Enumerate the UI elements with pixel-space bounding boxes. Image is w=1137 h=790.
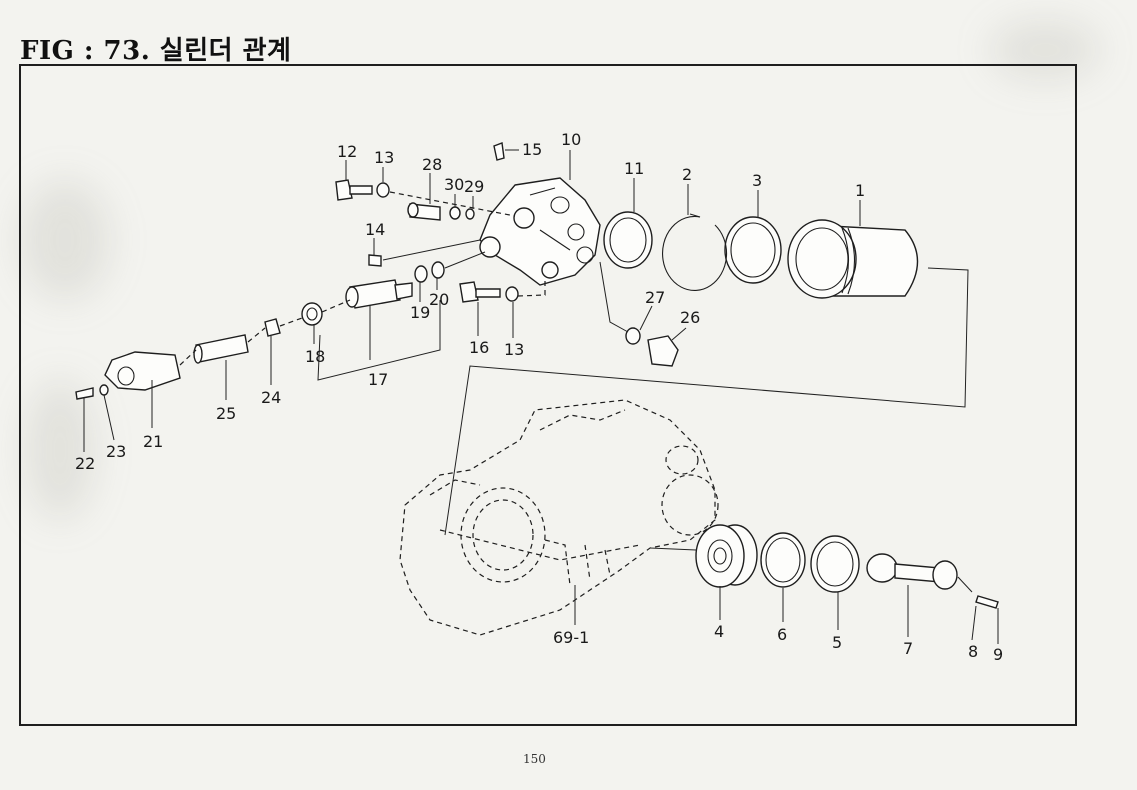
label-29: 29 <box>464 177 484 196</box>
diagram-frame <box>19 64 1077 726</box>
label-69-1: 69-1 <box>553 628 589 647</box>
piston-4 <box>649 524 758 588</box>
label-23: 23 <box>106 442 126 461</box>
label-24: 24 <box>261 388 281 407</box>
label-13-bottom: 13 <box>504 340 524 359</box>
ring-19-20 <box>414 251 486 283</box>
label-20: 20 <box>429 290 449 309</box>
label-11: 11 <box>624 159 644 178</box>
bolt-16 <box>459 280 546 303</box>
label-27: 27 <box>645 288 665 307</box>
set-screw-14 <box>368 239 481 267</box>
label-15: 15 <box>522 140 542 159</box>
piston-ring-6 <box>760 532 806 588</box>
label-4: 4 <box>714 622 724 641</box>
screw-22-23 <box>75 384 109 400</box>
snap-ring-2 <box>662 213 728 291</box>
label-8: 8 <box>968 642 978 661</box>
label-18: 18 <box>305 347 325 366</box>
label-9: 9 <box>993 645 1003 664</box>
label-26: 26 <box>680 308 700 327</box>
label-21: 21 <box>143 432 163 451</box>
scan-smudge <box>25 380 95 520</box>
nut-18 <box>301 302 323 326</box>
label-6: 6 <box>777 625 787 644</box>
scan-smudge <box>20 180 110 300</box>
leader-lines <box>83 150 999 644</box>
piston-ring-5 <box>810 535 860 593</box>
label-5: 5 <box>832 633 842 652</box>
label-14: 14 <box>365 220 385 239</box>
label-1: 1 <box>855 181 865 200</box>
label-22: 22 <box>75 454 95 473</box>
label-2: 2 <box>682 165 692 184</box>
nut-24 <box>264 318 281 337</box>
bolt-12 <box>335 179 516 217</box>
transmission-case <box>399 399 719 636</box>
page-number: 150 <box>523 752 546 766</box>
label-10: 10 <box>561 130 581 149</box>
valve-assembly-17 <box>345 279 413 309</box>
sleeve-25 <box>193 334 249 364</box>
scan-smudge <box>990 20 1100 80</box>
label-16: 16 <box>469 338 489 357</box>
label-28: 28 <box>422 155 442 174</box>
label-30: 30 <box>444 175 464 194</box>
label-12: 12 <box>337 142 357 161</box>
piston-rod-7 <box>866 553 958 590</box>
flange-21 <box>104 351 181 391</box>
label-3: 3 <box>752 171 762 190</box>
valve-28-30-29 <box>407 202 475 221</box>
seal-ring-3 <box>724 216 782 284</box>
o-ring-11 <box>603 211 653 269</box>
label-7: 7 <box>903 639 913 658</box>
figure-title: FIG : 73. 실린더 관계 <box>20 36 292 66</box>
pin-8 <box>957 576 999 609</box>
label-19: 19 <box>410 303 430 322</box>
label-13-top: 13 <box>374 148 394 167</box>
label-25: 25 <box>216 404 236 423</box>
plug-26-27 <box>599 261 679 367</box>
label-17: 17 <box>368 370 388 389</box>
bleed-screw-15 <box>493 142 519 161</box>
cylinder-liner <box>787 219 919 299</box>
cylinder-cover <box>479 177 601 286</box>
